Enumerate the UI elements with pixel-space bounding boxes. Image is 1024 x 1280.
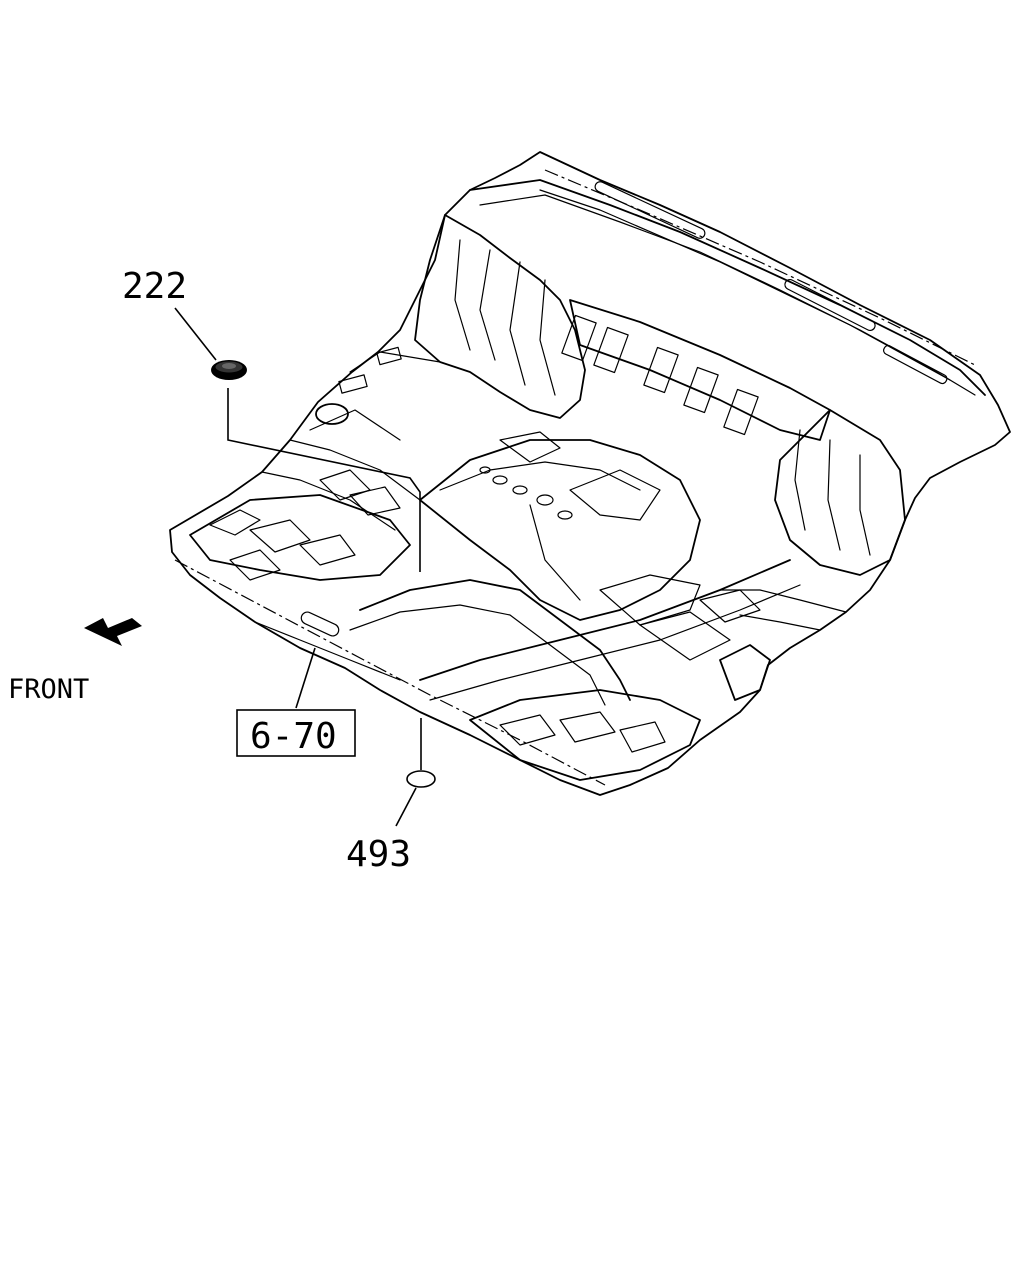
front-direction-label: FRONT — [8, 674, 89, 705]
callout-493-label: 493 — [346, 834, 411, 875]
floor-panel-assembly — [169, 151, 1011, 796]
callout-222-label: 222 — [122, 266, 187, 307]
front-arrow-icon — [84, 618, 142, 646]
callout-493-leader — [395, 787, 417, 827]
callout-222-leader — [174, 307, 217, 361]
grommet-part — [211, 360, 247, 380]
grommet-install-line — [227, 388, 421, 572]
reference-6-70-box — [236, 709, 356, 757]
reference-6-70-leader — [295, 647, 316, 709]
reference-6-70-label: 6-70 — [250, 716, 337, 757]
plug-part — [406, 770, 436, 788]
